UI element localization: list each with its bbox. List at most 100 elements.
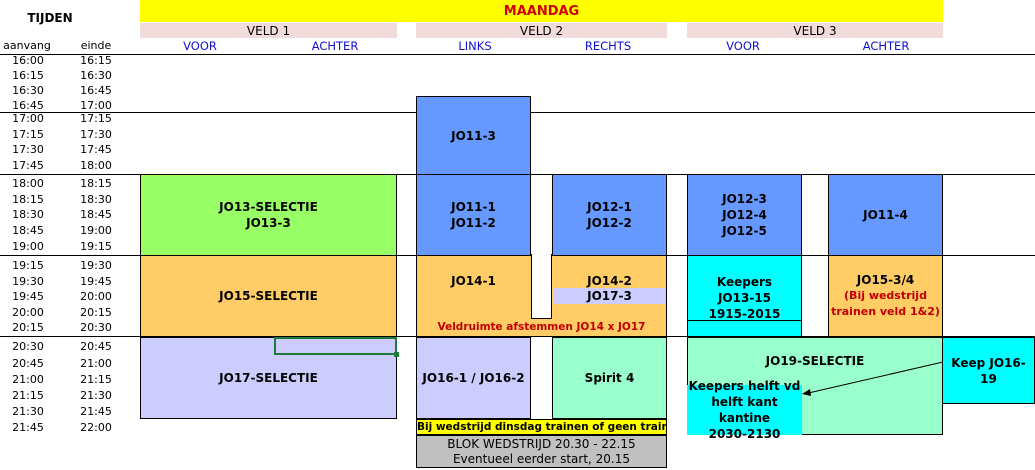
time-end: 19:45: [80, 275, 112, 288]
block-jo14-1-label: JO14-1: [451, 274, 496, 288]
separator-line: [0, 54, 1035, 55]
time-start: 19:15: [12, 259, 44, 272]
time-end: 21:45: [80, 405, 112, 418]
bij-wedstrijd-note: Bij wedstrijd dinsdag trainen of geen tr…: [416, 419, 667, 435]
time-end: 22:00: [80, 421, 112, 434]
time-end: 17:15: [80, 112, 112, 125]
time-start: 18:15: [12, 193, 44, 206]
time-end: 20:45: [80, 340, 112, 353]
block-jo17-3: [553, 288, 666, 304]
block-jo12-3-4-5: JO12-3 JO12-4 JO12-5: [687, 174, 802, 256]
block-jo17-3-label: JO17-3: [587, 289, 632, 303]
time-end: 20:15: [80, 306, 112, 319]
time-end: 20:00: [80, 290, 112, 303]
day-header: MAANDAG: [140, 0, 943, 22]
time-end: 19:00: [80, 224, 112, 237]
block-jo15-selectie: JO15-SELECTIE: [140, 255, 397, 337]
block-jo17-selectie-label: JO17-SELECTIE: [219, 371, 318, 385]
time-end: 17:30: [80, 128, 112, 141]
blok-wedstrijd-line2: Eventueel eerder start, 20.15: [452, 451, 631, 466]
block-jo11-3: JO11-3: [416, 96, 531, 175]
block-jo11-4-label: JO11-4: [863, 208, 908, 222]
time-end: 17:00: [80, 99, 112, 112]
veld2-rechts: RECHTS: [584, 39, 632, 53]
time-end: 21:30: [80, 389, 112, 402]
block-keepers-line3: 1915-2015: [708, 307, 781, 321]
block-jo12-1-2: JO12-1 JO12-2: [552, 174, 667, 256]
aanvang-header: aanvang: [3, 39, 51, 52]
block-jo16-1-2: JO16-1 / JO16-2: [416, 337, 531, 419]
block-keepers-helft-line1: Keepers helft vd: [688, 379, 801, 393]
block-jo13-selectie-line1: JO13-SELECTIE: [219, 200, 318, 214]
time-end: 16:15: [80, 54, 112, 67]
arrow-connector: [802, 361, 944, 396]
veld3-voor: VOOR: [726, 39, 760, 53]
block-keepers-helft: Keepers helft vd helft kant kantine 2030…: [687, 379, 802, 441]
block-spirit-4: Spirit 4: [552, 337, 667, 419]
block-spirit-4-label: Spirit 4: [584, 371, 635, 385]
time-start: 18:45: [12, 224, 44, 237]
time-start: 19:00: [12, 240, 44, 253]
time-end: 16:45: [80, 84, 112, 97]
time-end: 16:30: [80, 69, 112, 82]
time-start: 20:30: [12, 340, 44, 353]
selection-handle[interactable]: [394, 352, 399, 357]
blok-wedstrijd: BLOK WEDSTRIJD 20.30 - 22.15 Eventueel e…: [416, 435, 667, 468]
time-start: 16:45: [12, 99, 44, 112]
block-jo12-345-line1: JO12-3: [722, 192, 767, 206]
time-start: 16:00: [12, 54, 44, 67]
block-keepers-line1: Keepers: [716, 275, 773, 289]
block-jo11-3-label: JO11-3: [451, 129, 496, 143]
tijden-header: TIJDEN: [27, 11, 73, 25]
einde-header: einde: [80, 39, 112, 52]
time-end: 18:00: [80, 159, 112, 172]
block-jo16-label: JO16-1 / JO16-2: [422, 371, 525, 385]
veld3-header: VELD 3: [687, 23, 943, 38]
block-jo15-3-4: JO15-3/4 (Bij wedstrijd trainen veld 1&2…: [828, 255, 943, 337]
veld1-voor: VOOR: [183, 39, 217, 53]
time-end: 18:45: [80, 208, 112, 221]
block-jo13-selectie: JO13-SELECTIE JO13-3: [140, 174, 397, 256]
veld1-achter: ACHTER: [311, 39, 359, 53]
time-start: 20:15: [12, 321, 44, 334]
block-jo19-selectie-label: JO19-SELECTIE: [765, 354, 865, 368]
veld2-header: VELD 2: [416, 23, 667, 38]
block-jo17-selectie: JO17-SELECTIE: [140, 337, 397, 419]
time-start: 21:00: [12, 373, 44, 386]
block-jo11-1-2-line2: JO11-2: [451, 216, 496, 230]
time-end: 21:15: [80, 373, 112, 386]
time-end: 19:30: [80, 259, 112, 272]
time-start: 17:30: [12, 143, 44, 156]
time-start: 16:30: [12, 84, 44, 97]
time-start: 18:00: [12, 177, 44, 190]
time-start: 21:15: [12, 389, 44, 402]
time-start: 17:15: [12, 128, 44, 141]
time-end: 20:30: [80, 321, 112, 334]
block-jo12-1-2-line1: JO12-1: [587, 200, 632, 214]
block-jo15-selectie-label: JO15-SELECTIE: [219, 289, 318, 303]
block-jo11-4: JO11-4: [828, 174, 943, 256]
veld2-links: LINKS: [458, 39, 492, 53]
time-start: 16:15: [12, 69, 44, 82]
veld1-header: VELD 1: [140, 23, 397, 38]
blok-wedstrijd-line1: BLOK WEDSTRIJD 20.30 - 22.15: [447, 436, 636, 451]
block-keepers-helft-line3: 2030-2130: [708, 427, 781, 441]
time-end: 21:00: [80, 357, 112, 370]
block-jo14-2-label: JO14-2: [587, 274, 632, 288]
block-keepers-line2: JO13-15: [717, 291, 772, 305]
block-jo12-345-line3: JO12-5: [722, 224, 767, 238]
time-end: 18:15: [80, 177, 112, 190]
time-start: 18:30: [12, 208, 44, 221]
block-jo14-notch: [531, 254, 552, 319]
block-keep-jo16-19-label: Keep JO16-19: [951, 355, 1026, 386]
veld3-achter: ACHTER: [862, 39, 910, 53]
time-start: 21:45: [12, 421, 44, 434]
time-start: 17:45: [12, 159, 44, 172]
block-jo15-34-line1: JO15-3/4: [856, 273, 915, 287]
selected-cell[interactable]: [274, 337, 397, 355]
block-jo13-selectie-line2: JO13-3: [246, 216, 291, 230]
block-jo15-34-line2: (Bij wedstrijd: [844, 289, 927, 302]
time-start: 17:00: [12, 112, 44, 125]
time-start: 21:30: [12, 405, 44, 418]
block-keepers: Keepers JO13-15 1915-2015: [687, 255, 802, 337]
